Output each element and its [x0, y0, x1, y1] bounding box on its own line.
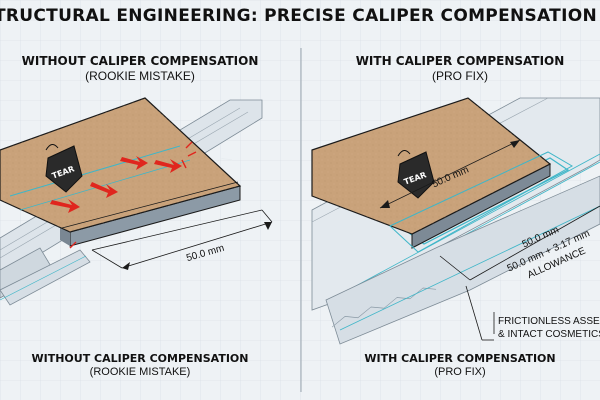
- right-base-structure: [325, 175, 600, 345]
- right-callout: FRICTIONLESS ASSEM & INTACT COSMETICS: [465, 285, 600, 341]
- right-cardboard-panel: [311, 97, 574, 253]
- callout-line-2: & INTACT COSMETICS: [498, 329, 600, 340]
- left-panel-footer: WITHOUT CALIPER COMPENSATION (ROOKIE MIS…: [20, 352, 260, 378]
- left-cardboard-panel: [0, 97, 242, 247]
- page-title: TRUCTURAL ENGINEERING: PRECISE CALIPER C…: [0, 6, 600, 26]
- left-base-structure: [0, 249, 91, 306]
- left-panel-heading: WITHOUT CALIPER COMPENSATION: [21, 54, 259, 68]
- force-arrow: [154, 159, 182, 173]
- force-arrow: [120, 156, 148, 170]
- right-panel-footer: WITH CALIPER COMPENSATION (PRO FIX): [340, 352, 580, 378]
- right-panel-header: WITH CALIPER COMPENSATION (PRO FIX): [340, 54, 580, 83]
- left-panel-footer-subheading: (ROOKIE MISTAKE): [89, 366, 191, 378]
- left-panel-footer-heading: WITHOUT CALIPER COMPENSATION: [31, 352, 249, 365]
- force-arrows: [50, 156, 182, 213]
- callout-line-1: FRICTIONLESS ASSEM: [498, 316, 600, 327]
- force-arrow: [90, 182, 118, 198]
- tear-tab-icon: TEAR: [45, 144, 83, 193]
- right-panel-heading: WITH CALIPER COMPENSATION: [355, 54, 565, 68]
- right-panel-footer-heading: WITH CALIPER COMPENSATION: [364, 352, 556, 365]
- right-panel-subheading: (PRO FIX): [432, 69, 488, 83]
- force-arrow: [50, 199, 80, 213]
- left-panel-subheading: (ROOKIE MISTAKE): [85, 69, 195, 83]
- left-panel-header: WITHOUT CALIPER COMPENSATION (ROOKIE MIS…: [20, 54, 260, 83]
- right-panel-footer-subheading: (PRO FIX): [434, 366, 486, 378]
